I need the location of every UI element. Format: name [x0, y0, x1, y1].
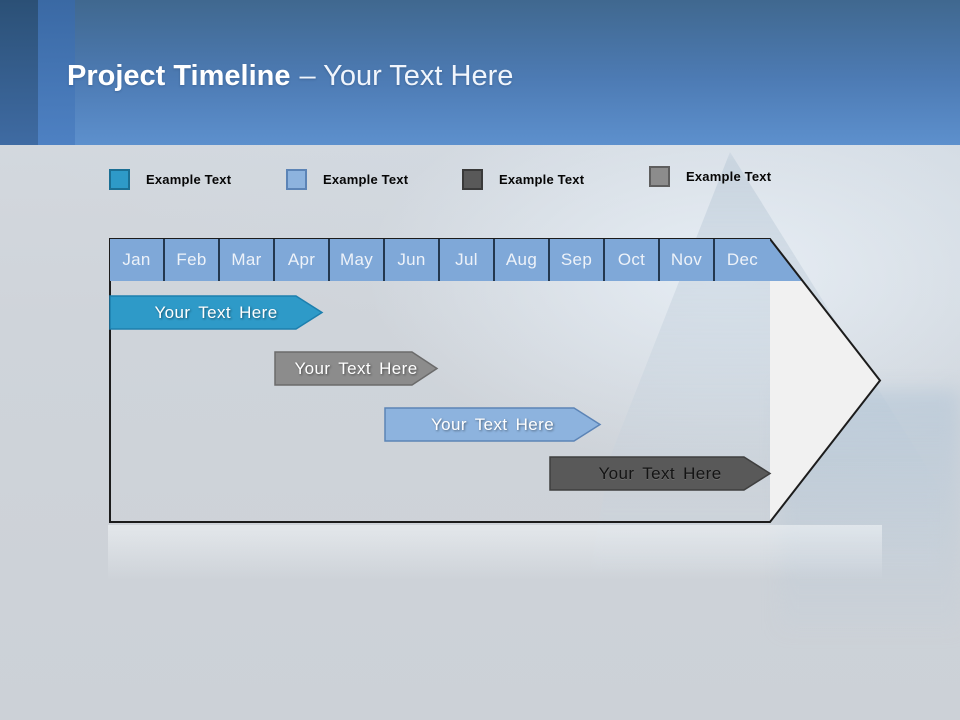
- slide-title[interactable]: Project Timeline– Your Text Here: [67, 60, 513, 93]
- month-cell: Aug: [495, 239, 550, 281]
- month-cell: Dec: [715, 239, 770, 281]
- title-rest: – Your Text Here: [299, 60, 514, 92]
- bar-label[interactable]: Your Text Here: [598, 463, 722, 483]
- legend-label[interactable]: Example Text: [686, 169, 772, 184]
- header-stripe-mid: [38, 0, 75, 145]
- gantt-bar: [384, 407, 602, 442]
- legend-swatch: [109, 169, 130, 190]
- arrow-head-shape: [770, 240, 880, 521]
- month-cell: Jun: [385, 239, 440, 281]
- title-bold: Project Timeline: [67, 60, 291, 92]
- gantt-bar: [549, 456, 772, 491]
- legend-item: Example Text: [649, 166, 771, 187]
- header-band: Project Timeline– Your Text Here: [0, 0, 960, 145]
- month-cell: May: [330, 239, 385, 281]
- legend-label[interactable]: Example Text: [146, 172, 232, 187]
- month-cell: Oct: [605, 239, 660, 281]
- legend-swatch: [286, 169, 307, 190]
- gantt-bar: [109, 295, 324, 330]
- bar-label[interactable]: Your Text Here: [154, 302, 278, 322]
- month-cell: Jul: [440, 239, 495, 281]
- legend-swatch: [462, 169, 483, 190]
- legend-item: Example Text: [286, 169, 408, 190]
- month-cell: Feb: [165, 239, 220, 281]
- legend-item: Example Text: [109, 169, 231, 190]
- header-stripe-dark: [0, 0, 38, 145]
- bar-label[interactable]: Your Text Here: [430, 414, 555, 434]
- legend-label[interactable]: Example Text: [323, 172, 409, 187]
- month-cell: Nov: [660, 239, 715, 281]
- month-header-row: Jan Feb Mar Apr May Jun Jul Aug Sep Oct …: [110, 239, 770, 281]
- bar-label[interactable]: Your Text Here: [294, 358, 418, 378]
- month-cell: Mar: [220, 239, 275, 281]
- month-cell: Sep: [550, 239, 605, 281]
- gantt-bar: [274, 351, 439, 386]
- month-cell: Jan: [110, 239, 165, 281]
- legend-label[interactable]: Example Text: [499, 172, 585, 187]
- legend-swatch: [649, 166, 670, 187]
- month-cell: Apr: [275, 239, 330, 281]
- legend-item: Example Text: [462, 169, 584, 190]
